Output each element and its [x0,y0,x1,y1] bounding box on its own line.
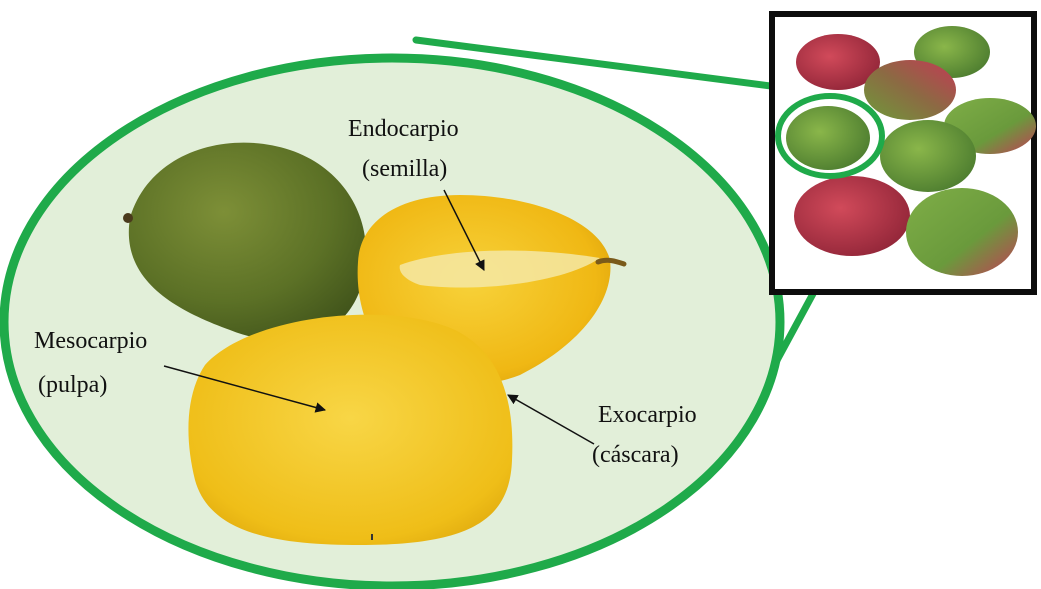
exocarp-label-line1: Exocarpio [598,402,697,428]
mango-group-photo [772,14,1036,292]
cut-mango-pulp [188,315,512,545]
mesocarp-label-line1: Mesocarpio [34,328,147,354]
endocarp-label-line1: Endocarpio [348,116,459,142]
exocarp-label-line2: (cáscara) [592,442,679,468]
endocarp-label-line2: (semilla) [362,156,447,182]
mesocarp-label-line2: (pulpa) [38,372,107,398]
